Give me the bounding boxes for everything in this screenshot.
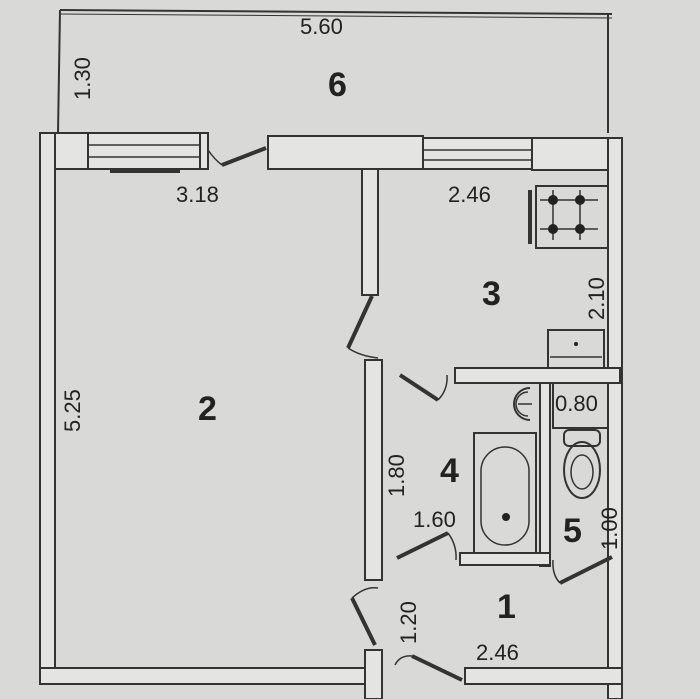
balcony-outline (57, 9, 613, 134)
stove-icon (528, 185, 609, 249)
room-4-width-label: 1.60 (413, 507, 456, 532)
room-2-width-label: 3.18 (176, 182, 219, 207)
room-6-number: 6 (328, 66, 347, 104)
balcony-width-label: 5.60 (300, 14, 343, 39)
room-3-width-label: 2.46 (448, 182, 491, 207)
room-1-width-label: 2.46 (476, 640, 519, 665)
washbasin-icon (513, 387, 532, 421)
bathtub-icon (473, 432, 537, 554)
room-4-length-label: 1.80 (384, 454, 409, 497)
room-1-number: 1 (497, 588, 516, 626)
room-5-width-label: 0.80 (555, 391, 598, 416)
window-room-3 (422, 137, 533, 170)
room-2-length-label: 5.25 (60, 389, 85, 432)
room-3-number: 3 (482, 275, 501, 313)
room-5-length-label: 1.00 (597, 507, 622, 550)
room-2-number: 2 (198, 390, 217, 428)
room-1-length-label: 1.20 (396, 601, 421, 644)
room-4-number: 4 (440, 452, 459, 490)
toilet-icon (552, 382, 609, 499)
doors (207, 146, 613, 682)
walls (39, 132, 623, 699)
balcony-length-label: 1.30 (70, 57, 95, 100)
sink-icon (547, 329, 605, 369)
room-3-length-label: 2.10 (584, 277, 609, 320)
window-room-2 (87, 132, 201, 173)
room-5-number: 5 (563, 512, 582, 550)
